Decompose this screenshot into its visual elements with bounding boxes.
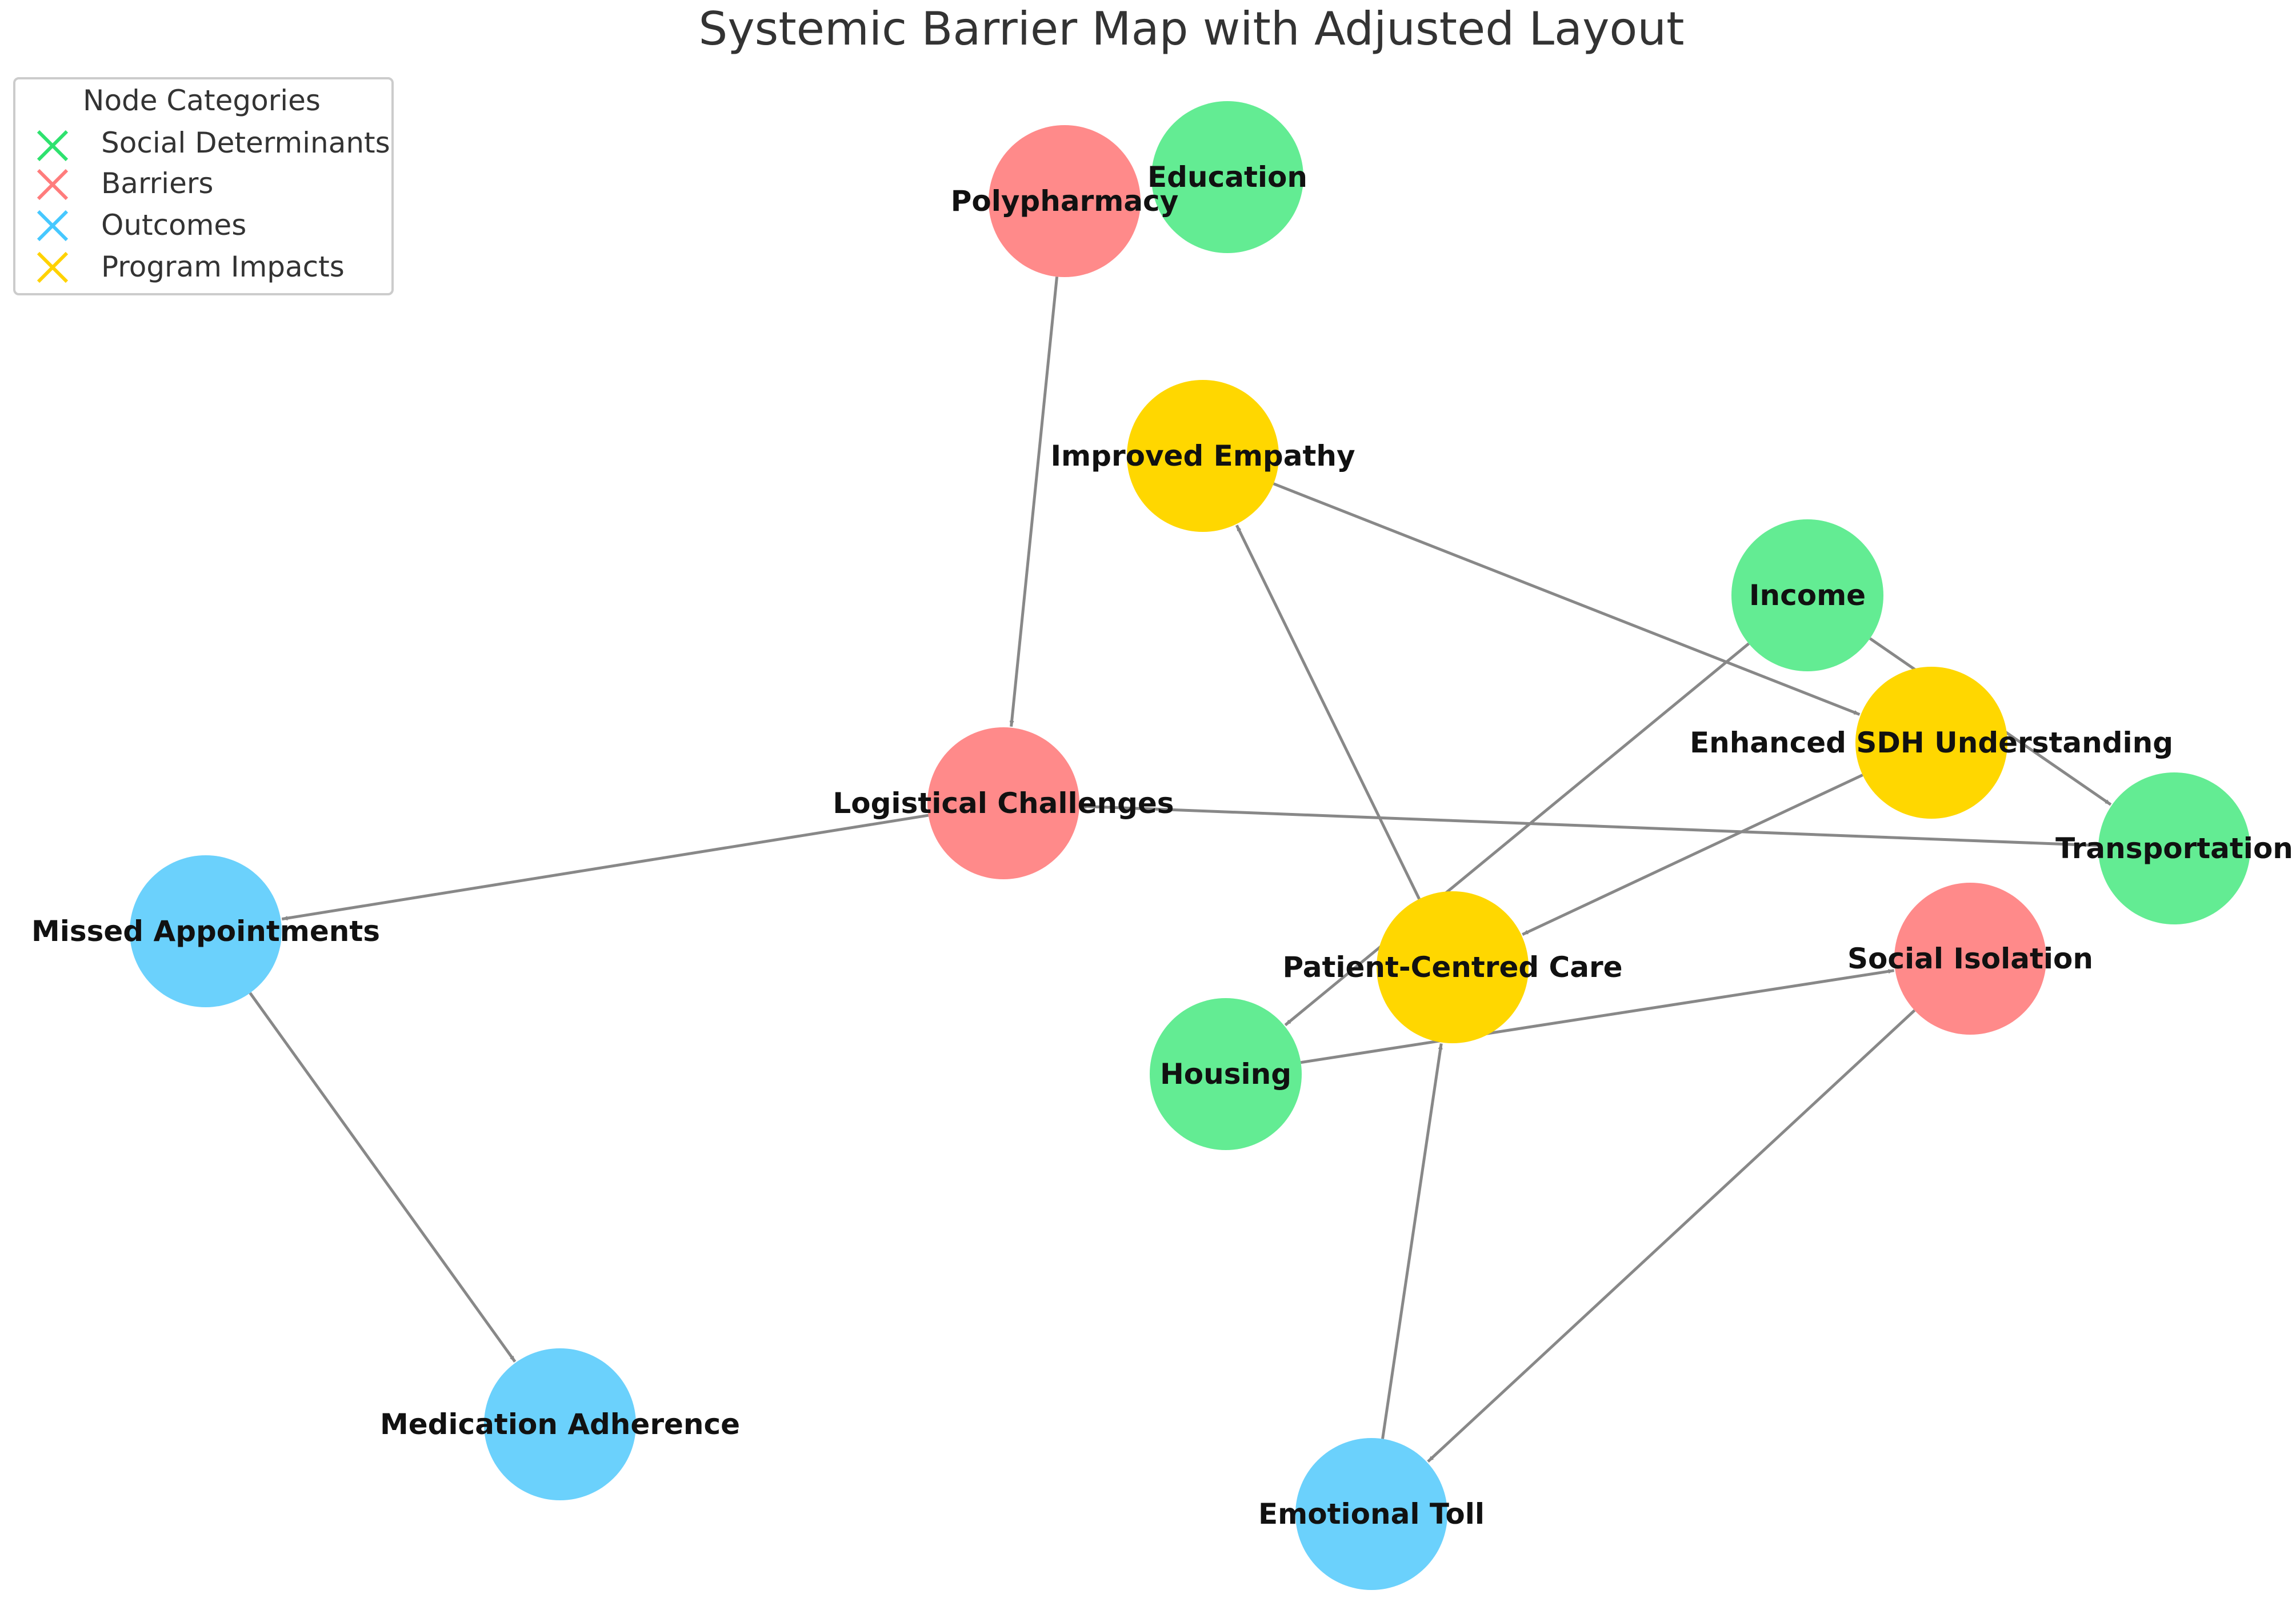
diagram-title: Systemic Barrier Map with Adjusted Layou… [699,2,1685,55]
node-label: Enhanced SDH Understanding [1690,726,2173,759]
edge-arrow-income-to-housing [1284,642,1750,1027]
node-circle [1377,891,1529,1043]
node-logistical: Logistical Challenges [833,727,1174,879]
node-circle [1894,883,2046,1035]
legend-title: Node Categories [83,84,321,117]
node-label: Education [1147,161,1307,194]
legend-label: Social Determinants [101,126,390,159]
legend-label: Outcomes [101,209,246,242]
legend-frame [13,77,394,295]
edge-arrow-patient-centred-to-improved-empathy [1235,524,1421,900]
node-transportation: Transportation [2055,772,2293,924]
legend-item: Barriers [37,167,213,201]
node-circle [1855,667,2007,819]
node-label: Emotional Toll [1258,1497,1485,1531]
node-enhanced-sdh: Enhanced SDH Understanding [1690,667,2173,819]
node-label: Improved Empathy [1050,439,1355,472]
node-circle [130,855,282,1007]
node-circle [484,1348,636,1500]
edge-arrow-missed-to-medication [249,992,517,1363]
node-circle [1295,1438,1447,1590]
node-label: Transportation [2055,832,2293,865]
node-label: Polypharmacy [951,185,1179,218]
node-label: Patient-Centred Care [1282,951,1622,984]
legend-label: Program Impacts [101,250,345,283]
legend-item: Program Impacts [37,250,345,283]
node-label: Medication Adherence [380,1408,740,1441]
node-improved-empathy: Improved Empathy [1050,380,1355,532]
node-polypharmacy: Polypharmacy [951,125,1179,277]
legend: Node Categories Social Determinants Barr… [13,77,394,295]
node-medication: Medication Adherence [380,1348,740,1500]
node-circle [1127,380,1279,532]
edge-arrow-housing-to-social-isolation [1301,969,1894,1064]
node-label: Logistical Challenges [833,787,1174,820]
edges-layer [249,277,2112,1463]
edge-arrow-enhanced-sdh-to-patient-centred [1522,774,1863,936]
edge-arrow-social-isolation-to-emotional [1427,1009,1916,1463]
node-circle [1151,101,1303,253]
node-label: Missed Appointments [31,915,380,948]
x-marker-icon [37,130,69,162]
node-circle [1731,519,1883,671]
node-missed: Missed Appointments [31,855,380,1007]
legend-label: Barriers [101,167,213,200]
node-emotional: Emotional Toll [1258,1438,1485,1590]
node-circle [989,125,1141,277]
node-label: Social Isolation [1847,942,2093,975]
node-social-isolation: Social Isolation [1847,883,2093,1035]
x-marker-icon [37,169,69,201]
node-patient-centred: Patient-Centred Care [1282,891,1623,1043]
x-marker-icon [37,251,69,283]
node-education: Education [1147,101,1307,253]
node-income: Income [1731,519,1883,671]
node-circle [1150,998,1302,1150]
edge-arrow-transportation-to-logistical [1080,804,2099,847]
legend-item: Outcomes [37,209,246,242]
edge-arrow-emotional-to-patient-centred [1381,1043,1443,1439]
edge-arrow-improved-empathy-to-enhanced-sdh [1273,482,1861,716]
node-circle [2098,772,2250,924]
edge-arrow-logistical-to-missed [281,814,929,921]
node-circle [927,727,1079,879]
node-label: Income [1749,579,1866,612]
node-housing: Housing [1150,998,1302,1150]
x-marker-icon [37,210,69,242]
legend-item: Social Determinants [37,126,390,162]
edge-arrow-polypharmacy-to-logistical [1009,277,1059,727]
node-label: Housing [1160,1058,1291,1091]
